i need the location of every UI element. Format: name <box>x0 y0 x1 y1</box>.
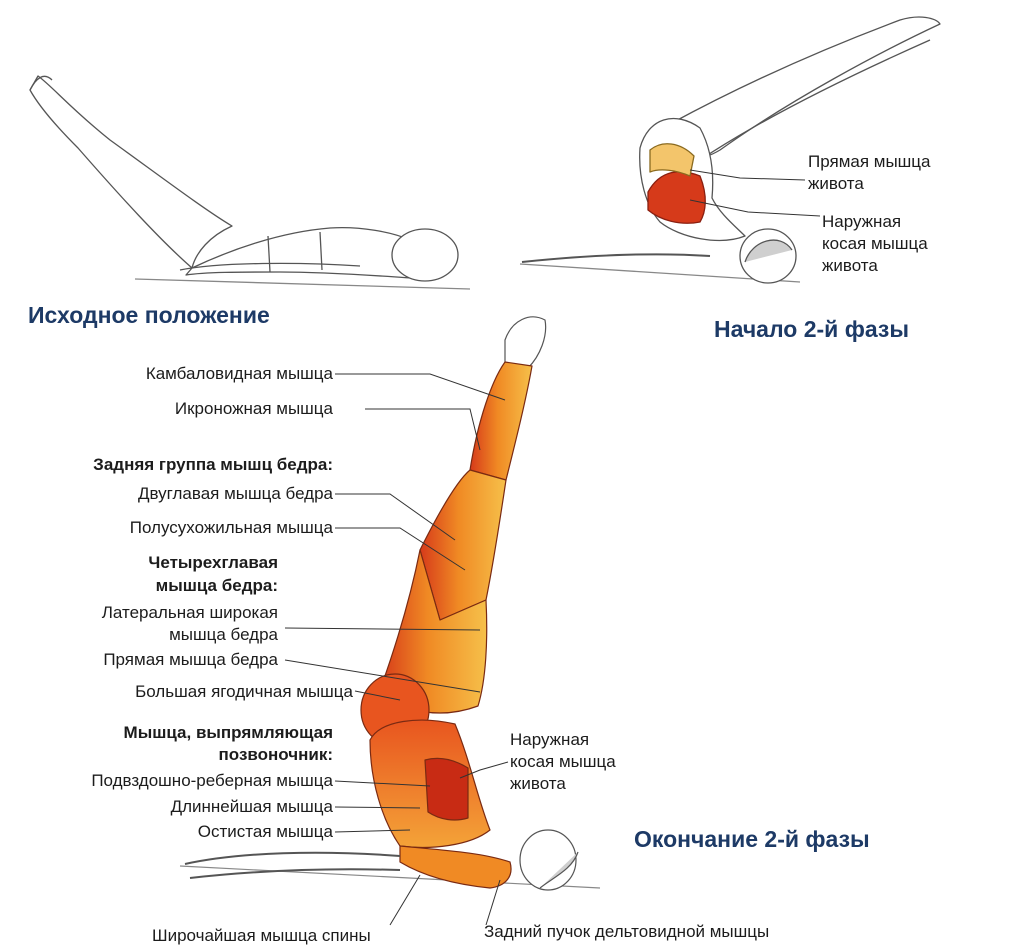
label-external-oblique-end-1: Наружная <box>510 730 590 749</box>
phase-title-phase2-end: Окончание 2-й фазы <box>634 826 870 852</box>
label-longissimus: Длиннейшая мышца <box>170 797 333 816</box>
label-external-oblique-3: живота <box>822 256 878 275</box>
label-latissimus-dorsi: Широчайшая мышца спины <box>152 926 371 945</box>
label-vastus-lateralis-1: Латеральная широкая <box>101 603 278 622</box>
label-external-oblique-end-2: косая мышца <box>510 752 616 771</box>
label-external-oblique-end-3: живота <box>510 774 566 793</box>
label-semitendinosus: Полусухожильная мышца <box>129 518 333 537</box>
phase-title-start: Исходное положение <box>28 302 270 328</box>
label-rectus-femoris: Прямая мышца бедра <box>103 650 278 669</box>
label-external-oblique-1: Наружная <box>822 212 902 231</box>
label-soleus: Камбаловидная мышца <box>145 364 333 383</box>
label-biceps-femoris: Двуглавая мышца бедра <box>137 484 333 503</box>
phase-title-phase2-begin: Начало 2-й фазы <box>714 316 909 342</box>
label-quadriceps-2: мышца бедра: <box>155 576 278 595</box>
label-quadriceps-1: Четырехглавая <box>148 553 278 572</box>
label-gastrocnemius: Икроножная мышца <box>174 399 333 418</box>
label-erector-spinae-2: позвоночник: <box>218 745 333 764</box>
label-rectus-abdominis-2: живота <box>808 174 864 193</box>
label-rectus-abdominis-1: Прямая мышца <box>808 152 931 171</box>
figure-phase2-end <box>179 316 601 891</box>
label-iliocostalis: Подвздошно-реберная мышца <box>91 771 333 790</box>
label-external-oblique-2: косая мышца <box>822 234 928 253</box>
figure-start-position <box>29 75 471 290</box>
label-erector-spinae-1: Мышца, выпрямляющая <box>123 723 333 742</box>
label-gluteus-maximus: Большая ягодичная мышца <box>135 682 353 701</box>
label-vastus-lateralis-2: мышца бедра <box>169 625 278 644</box>
leader-lines <box>284 169 821 926</box>
label-hamstrings-group: Задняя группа мышц бедра: <box>93 455 333 474</box>
figure-phase2-start <box>519 16 941 284</box>
label-posterior-deltoid: Задний пучок дельтовидной мышцы <box>484 922 770 941</box>
label-spinalis: Остистая мышца <box>197 822 333 841</box>
